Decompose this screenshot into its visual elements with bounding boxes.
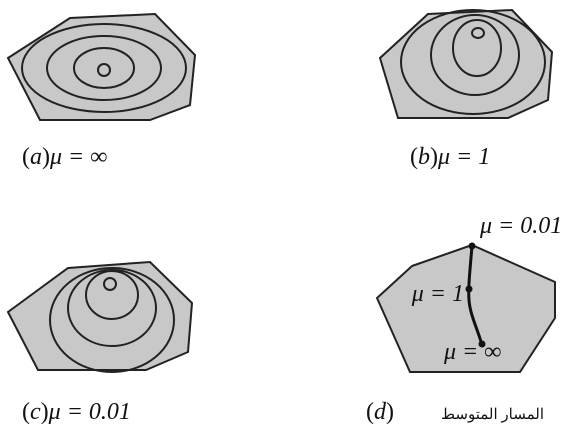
path-point-mid xyxy=(465,285,473,293)
panel-b xyxy=(378,8,554,119)
contour-b-4 xyxy=(471,27,485,39)
caption-c: (c)μ = 0.01 xyxy=(22,399,131,425)
central-path xyxy=(467,245,484,346)
caption-a: (a)μ = ∞ xyxy=(22,144,107,170)
contour-a-2 xyxy=(46,35,162,101)
contour-a-3 xyxy=(73,47,135,89)
contour-b-3 xyxy=(452,19,502,77)
contour-c-3 xyxy=(85,270,139,320)
panel-c xyxy=(6,260,194,373)
contour-a-1 xyxy=(21,23,187,113)
label-mu-mid: μ = 1 xyxy=(411,281,464,307)
caption-b: (b)μ = 1 xyxy=(410,144,490,170)
feasible-region-b xyxy=(378,8,554,119)
path-point-bottom xyxy=(478,340,486,348)
contour-b-2 xyxy=(430,14,520,96)
panel-d xyxy=(375,242,556,373)
panel-a xyxy=(6,12,197,121)
contour-b-1 xyxy=(400,9,546,115)
caption-d: (d) xyxy=(366,399,394,425)
path-point-top xyxy=(468,242,476,250)
contour-a-4 xyxy=(97,63,111,77)
contour-c-4 xyxy=(103,277,117,291)
feasible-region-d xyxy=(375,243,556,373)
contour-c-1 xyxy=(49,267,175,373)
caption-d-arabic: المسار المتوسط xyxy=(441,407,544,423)
feasible-region-a xyxy=(6,12,197,121)
label-mu-bottom: μ = ∞ xyxy=(443,339,501,365)
label-mu-top: μ = 0.01 xyxy=(479,213,562,239)
